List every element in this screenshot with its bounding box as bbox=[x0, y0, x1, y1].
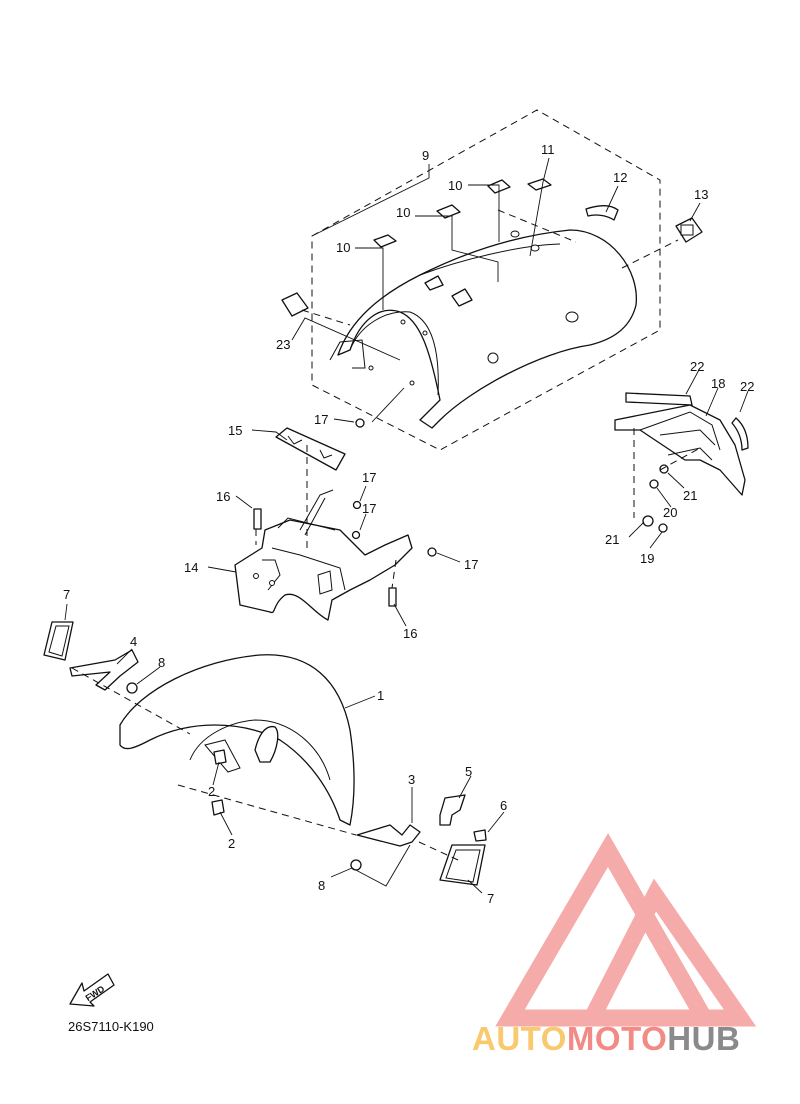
callout-23: 23 bbox=[276, 337, 290, 352]
callout-8: 8 bbox=[158, 655, 165, 670]
callout-10: 10 bbox=[448, 178, 462, 193]
small-parts bbox=[43, 621, 486, 886]
fwd-arrow-icon: FWD bbox=[69, 973, 115, 1007]
callout-16: 16 bbox=[216, 489, 230, 504]
callout-5: 5 bbox=[465, 764, 472, 779]
callout-17-d: 17 bbox=[464, 557, 478, 572]
front-fender bbox=[119, 654, 355, 826]
callout-20: 20 bbox=[663, 505, 677, 520]
callout-17-c: 17 bbox=[362, 501, 376, 516]
callout-1: 1 bbox=[377, 688, 384, 703]
clip-left bbox=[253, 508, 262, 530]
callout-18: 18 bbox=[711, 376, 725, 391]
clip-right bbox=[388, 587, 397, 607]
callout-10-c: 10 bbox=[336, 240, 350, 255]
diagram-code: 26S7110-K190 bbox=[68, 1019, 154, 1034]
callout-14: 14 bbox=[184, 560, 198, 575]
callout-17-b: 17 bbox=[362, 470, 376, 485]
callout-22-b: 22 bbox=[740, 379, 754, 394]
watermark-part-2: MOTO bbox=[566, 1020, 668, 1057]
callout-6: 6 bbox=[500, 798, 507, 813]
leader-lines bbox=[64, 157, 749, 894]
callout-8-b: 8 bbox=[318, 878, 325, 893]
watermark-part-1: AUTO bbox=[472, 1020, 567, 1057]
callout-11: 11 bbox=[541, 142, 555, 157]
callout-12: 12 bbox=[613, 170, 627, 185]
assembly-lines bbox=[71, 209, 701, 861]
callout-21: 21 bbox=[683, 488, 697, 503]
callout-17: 17 bbox=[314, 412, 328, 427]
callout-19: 19 bbox=[640, 551, 654, 566]
fender-bracket bbox=[234, 489, 413, 621]
callout-2: 2 bbox=[208, 784, 215, 799]
callout-2-b: 2 bbox=[228, 836, 235, 851]
watermark-text: AUTOMOTOHUB bbox=[472, 1020, 740, 1058]
cover-plate bbox=[275, 427, 346, 471]
callout-16-b: 16 bbox=[403, 626, 417, 641]
light-bracket bbox=[614, 392, 749, 496]
callout-15: 15 bbox=[228, 423, 242, 438]
rear-fender bbox=[329, 229, 637, 429]
callout-13: 13 bbox=[694, 187, 708, 202]
watermark-part-3: HUB bbox=[667, 1020, 741, 1057]
callout-22: 22 bbox=[690, 359, 704, 374]
label-stickers bbox=[281, 178, 703, 317]
callout-3: 3 bbox=[408, 772, 415, 787]
callout-7-b: 7 bbox=[487, 891, 494, 906]
callout-10-b: 10 bbox=[396, 205, 410, 220]
assembly-boundary bbox=[311, 109, 661, 451]
callout-9: 9 bbox=[422, 148, 429, 163]
callout-21-b: 21 bbox=[605, 532, 619, 547]
callout-7: 7 bbox=[63, 587, 70, 602]
watermark-logo bbox=[495, 833, 757, 1027]
callout-4: 4 bbox=[130, 634, 137, 649]
fasteners bbox=[126, 418, 669, 871]
callouts: 9 11 10 12 13 10 10 23 22 18 22 17 15 17… bbox=[63, 142, 754, 906]
